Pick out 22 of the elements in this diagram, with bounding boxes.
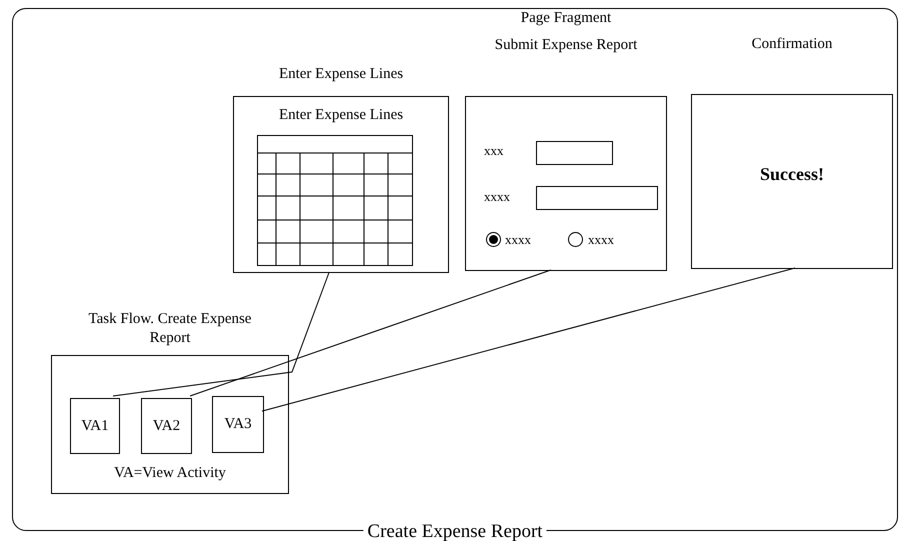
box-heading: Task Flow. Create Expense Report (88, 310, 252, 348)
box-heading: Submit Expense Report (494, 36, 638, 55)
activity-label: VA2 (152, 416, 180, 436)
frame-title: Create Expense Report (363, 522, 547, 541)
box-heading: Page Fragment (520, 9, 612, 28)
success-message: Success! (759, 163, 825, 186)
field-label: xxxx (484, 188, 510, 206)
activity-label: VA1 (81, 416, 109, 436)
page-title: Enter Expense Lines (278, 106, 404, 125)
box-heading: Enter Expense Lines (278, 65, 404, 84)
connector-line (262, 268, 796, 412)
activity-label: VA3 (224, 415, 252, 434)
box-caption: VA=View Activity (113, 464, 227, 483)
activity-box (70, 398, 120, 454)
connector-line (112, 272, 330, 396)
box-heading: Confirmation (750, 35, 834, 54)
activity-box (141, 398, 192, 454)
radio-label: xxxx (505, 231, 531, 249)
radio-label: xxxx (588, 231, 614, 249)
field-label: xxx (484, 142, 504, 160)
connector-line (190, 270, 552, 396)
activity-box (212, 396, 264, 453)
